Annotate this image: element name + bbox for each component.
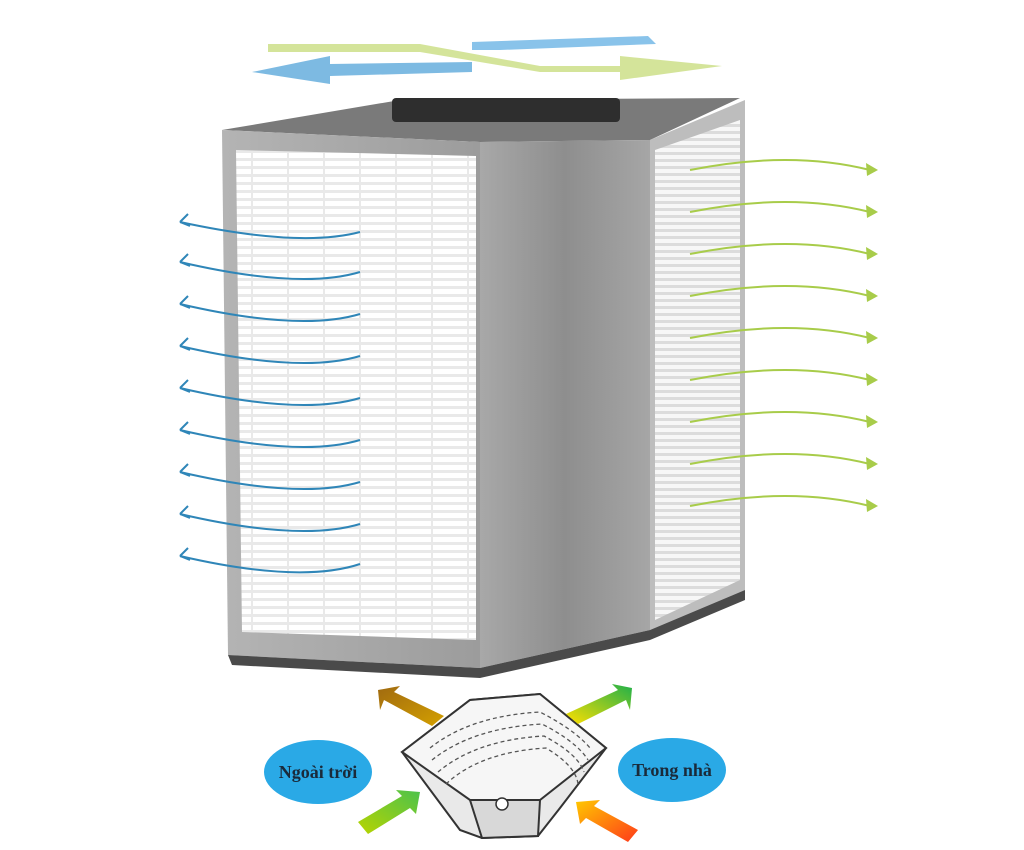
curved-arrow-icon — [179, 337, 361, 364]
outdoor-label: Ngoài trời — [279, 762, 357, 782]
top-airflow-arrows — [252, 36, 722, 84]
curved-arrow-icon — [179, 213, 361, 240]
arrow-blue-left-icon — [252, 56, 472, 84]
curved-arrow-icon — [689, 159, 878, 176]
indoor-label: Trong nhà — [632, 760, 712, 780]
air-handling-unit — [222, 98, 745, 678]
outdoor-airflow-arrows — [179, 213, 361, 574]
curved-arrow-icon — [689, 495, 878, 512]
curved-arrow-icon — [179, 295, 361, 322]
arrow-green-right-icon — [268, 44, 722, 80]
heat-exchanger-core-icon — [400, 692, 608, 840]
curved-arrow-icon — [689, 453, 878, 470]
inlet-arrow-icon — [358, 790, 420, 834]
curved-arrow-icon — [179, 421, 361, 448]
side-grille — [655, 120, 740, 620]
curved-arrow-icon — [689, 369, 878, 386]
front-grille — [236, 150, 476, 640]
curved-arrow-icon — [689, 243, 878, 260]
inlet-arrow-icon — [576, 800, 638, 842]
curved-arrow-icon — [179, 253, 361, 280]
curved-arrow-icon — [179, 547, 361, 574]
outlet-arrow-icon — [378, 686, 444, 726]
curved-arrow-icon — [179, 463, 361, 490]
exchange-flow-arrows — [358, 684, 638, 842]
curved-arrow-icon — [689, 327, 878, 344]
indoor-label-bubble: Trong nhà — [618, 738, 726, 802]
indoor-airflow-arrows — [689, 159, 878, 512]
outlet-arrow-icon — [566, 684, 632, 724]
curved-arrow-icon — [179, 505, 361, 532]
curved-arrow-icon — [689, 285, 878, 302]
arrow-blue-left-icon — [472, 36, 656, 50]
curved-arrow-icon — [179, 379, 361, 406]
curved-arrow-icon — [689, 201, 878, 218]
curved-arrow-icon — [689, 411, 878, 428]
outdoor-label-bubble: Ngoài trời — [264, 740, 372, 804]
